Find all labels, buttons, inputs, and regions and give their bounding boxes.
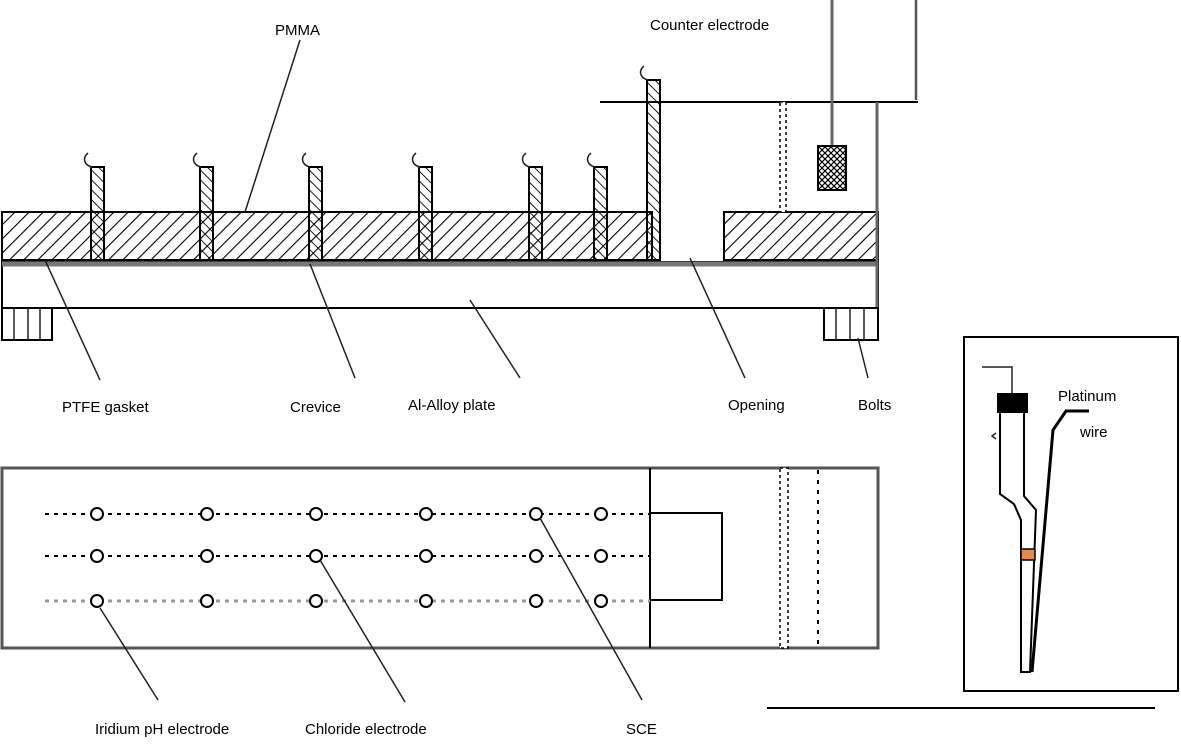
electrode-post	[199, 166, 214, 261]
electrode-point	[90, 507, 104, 521]
leader-lines-top	[99, 517, 643, 703]
membrane-top	[779, 467, 789, 649]
electrode-post	[528, 166, 543, 261]
label-ptfe-gasket: PTFE gasket	[62, 399, 150, 416]
opening-outline	[650, 512, 723, 601]
lead-wire	[982, 366, 1013, 393]
electrode-point	[200, 549, 214, 563]
electrode-post	[308, 166, 323, 261]
pmma-block-right	[723, 211, 879, 261]
electrode-point	[309, 507, 323, 521]
wire-hooks	[83, 65, 649, 168]
electrode-point	[90, 549, 104, 563]
electrode-body	[999, 413, 1038, 673]
top-view: Iridium pH electrode Chloride electrode …	[0, 466, 880, 738]
label-counter-electrode: Counter electrode	[650, 17, 769, 34]
bolt-left	[1, 307, 53, 341]
electrode-point	[594, 594, 608, 608]
leader-lines-side	[44, 0, 918, 381]
label-crevice: Crevice	[290, 399, 341, 416]
electrode-point	[309, 549, 323, 563]
platinum-wire	[1030, 409, 1089, 673]
side-port	[990, 432, 997, 440]
label-al-alloy-plate: Al-Alloy plate	[408, 397, 496, 414]
electrode-point	[419, 549, 433, 563]
sce-post	[646, 79, 661, 261]
electrode-grid	[45, 507, 650, 608]
label-bolts: Bolts	[858, 397, 891, 414]
junction	[1020, 548, 1036, 561]
electrode-post	[90, 166, 105, 261]
electrode-point	[200, 594, 214, 608]
electrode-post	[418, 166, 433, 261]
electrode-point	[594, 507, 608, 521]
counter-electrode	[817, 145, 847, 191]
electrode-point	[529, 594, 543, 608]
electrode-point	[419, 507, 433, 521]
al-alloy-plate	[1, 261, 879, 309]
electrode-posts	[90, 79, 661, 261]
inset-electrode: Platinum wire	[767, 336, 1179, 709]
label-iridium-ph-electrode: Iridium pH electrode	[95, 721, 229, 738]
label-sce: SCE	[626, 721, 657, 738]
bolt-right	[823, 307, 879, 341]
side-view: PMMA Counter electrode PTFE gasket Crevi…	[1, 0, 918, 416]
electrode-cap	[997, 393, 1028, 413]
label-wire: wire	[1079, 424, 1108, 441]
label-platinum: Platinum	[1058, 388, 1116, 405]
electrode-point	[594, 549, 608, 563]
electrode-point	[309, 594, 323, 608]
label-chloride-electrode: Chloride electrode	[305, 721, 427, 738]
top-view-plate	[0, 466, 880, 650]
electrode-post	[593, 166, 608, 261]
electrode-point	[529, 549, 543, 563]
label-opening: Opening	[728, 397, 785, 414]
electrode-point	[90, 594, 104, 608]
membrane-wall	[779, 101, 787, 213]
electrode-point	[419, 594, 433, 608]
electrode-point	[529, 507, 543, 521]
label-pmma: PMMA	[275, 22, 320, 39]
electrode-point	[200, 507, 214, 521]
